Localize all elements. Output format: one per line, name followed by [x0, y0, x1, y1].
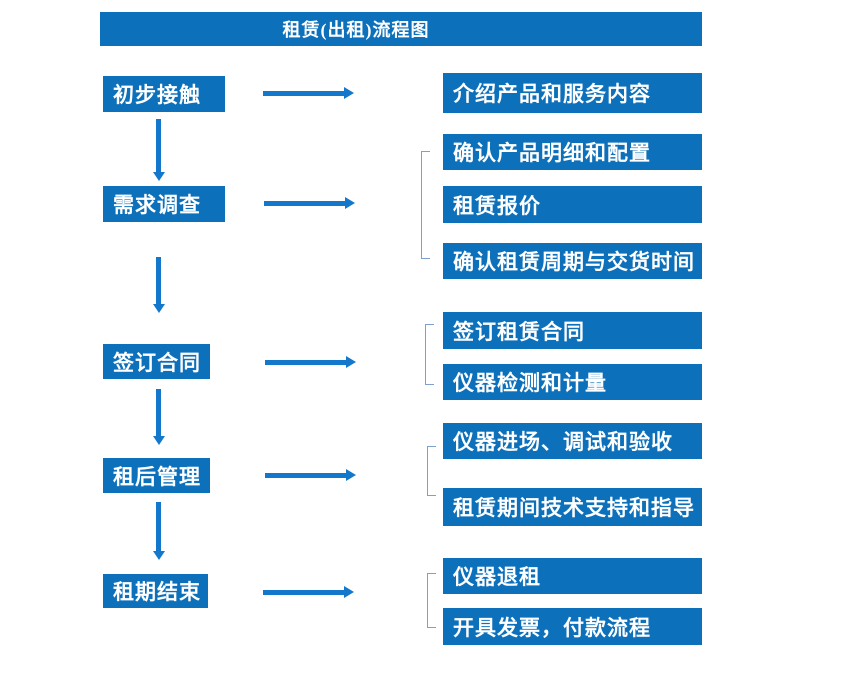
detail-label: 仪器退租	[453, 565, 541, 589]
detail-label: 租赁报价	[453, 193, 541, 218]
arrow-right-icon	[265, 469, 356, 481]
stage-box-demand-survey: 需求调查	[103, 186, 225, 222]
detail-label: 签订租赁合同	[453, 319, 585, 344]
arrow-right-icon	[263, 586, 354, 598]
detail-box-confirm-rental-period-delivery: 确认租赁周期与交货时间	[443, 243, 702, 279]
detail-box-instrument-return: 仪器退租	[443, 558, 702, 594]
arrow-down-icon	[152, 502, 165, 560]
detail-label: 确认产品明细和配置	[453, 141, 651, 165]
arrow-right-icon	[265, 356, 356, 368]
detail-label: 确认租赁周期与交货时间	[453, 250, 695, 274]
group-bracket	[421, 151, 430, 259]
arrow-down-icon	[152, 257, 165, 313]
stage-label: 签订合同	[113, 350, 201, 375]
arrow-right-icon	[264, 197, 355, 209]
detail-box-sign-rental-contract: 签订租赁合同	[443, 312, 702, 349]
title-bar: 租赁(出租)流程图	[100, 12, 702, 46]
detail-label: 开具发票，付款流程	[453, 615, 651, 640]
detail-box-instrument-testing-measurement: 仪器检测和计量	[443, 364, 702, 400]
stage-label: 租后管理	[113, 464, 201, 489]
page-title: 租赁(出租)流程图	[282, 20, 430, 40]
stage-box-rental-end: 租期结束	[103, 574, 208, 608]
stage-box-post-rental-management: 租后管理	[103, 458, 210, 493]
detail-label: 租赁期间技术支持和指导	[453, 496, 695, 520]
detail-box-confirm-product-details-config: 确认产品明细和配置	[443, 134, 702, 170]
group-bracket	[425, 324, 434, 385]
stage-box-initial-contact: 初步接触	[103, 76, 225, 112]
group-bracket	[427, 446, 436, 496]
detail-label: 介绍产品和服务内容	[453, 82, 651, 106]
stage-label: 需求调查	[113, 193, 201, 217]
group-bracket	[427, 573, 436, 628]
detail-box-technical-support-guidance: 租赁期间技术支持和指导	[443, 488, 702, 526]
stage-label: 租期结束	[113, 580, 201, 604]
detail-box-instrument-entry-commissioning-acceptance: 仪器进场、调试和验收	[443, 423, 702, 459]
stage-label: 初步接触	[113, 83, 201, 107]
detail-box-rental-quotation: 租赁报价	[443, 186, 702, 223]
detail-box-invoice-payment-process: 开具发票，付款流程	[443, 608, 702, 645]
stage-box-sign-contract: 签订合同	[103, 344, 210, 379]
detail-label: 仪器进场、调试和验收	[453, 430, 673, 454]
arrow-down-icon	[152, 389, 165, 445]
arrow-right-icon	[263, 87, 354, 99]
arrow-down-icon	[152, 119, 165, 181]
detail-box-introduce-products-services: 介绍产品和服务内容	[443, 73, 702, 113]
detail-label: 仪器检测和计量	[453, 371, 607, 395]
